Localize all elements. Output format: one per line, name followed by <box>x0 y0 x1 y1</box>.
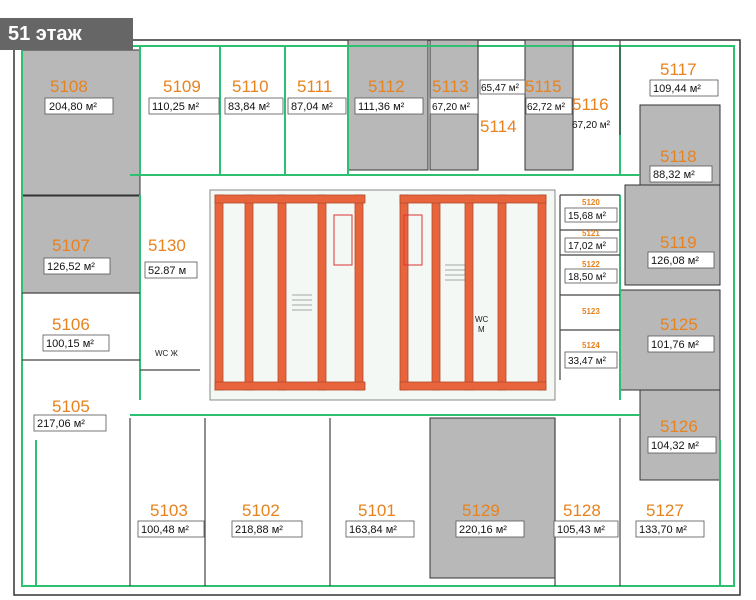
unit-5101-area: 163,84 м² <box>349 524 397 536</box>
building-core <box>209 189 556 401</box>
unit-5108-area[interactable] <box>21 49 141 196</box>
unit-5102-number: 5102 <box>242 501 280 520</box>
unit-5107-area[interactable] <box>21 195 141 294</box>
unit-5103-area: 100,48 м² <box>141 524 189 536</box>
unit-5117-area: 109,44 м² <box>653 83 701 95</box>
unit-5102-area: 218,88 м² <box>235 524 283 536</box>
unit-5112-number: 5112 <box>368 77 405 96</box>
wc-labels: WC Ж WC М <box>155 315 489 358</box>
unit-5114-number: 5114 <box>480 117 517 136</box>
unit-5124-area: 33,47 м² <box>568 356 607 367</box>
unit-5106-number: 5106 <box>52 315 90 334</box>
unit-5122-area: 18,50 м² <box>568 272 607 283</box>
unit-5101-number: 5101 <box>358 501 396 520</box>
unit-5124-number: 5124 <box>582 341 600 350</box>
unit-5113-area: 67,20 м² <box>432 102 471 113</box>
unit-5119-number: 5119 <box>660 233 697 252</box>
unit-5121-number: 5121 <box>582 229 600 238</box>
unit-5126-area[interactable] <box>639 389 721 481</box>
unit-5107-number: 5107 <box>52 236 90 255</box>
unit-5125-number: 5125 <box>660 315 698 334</box>
floor-label: 51 этаж <box>0 18 133 50</box>
unit-5128-area: 105,43 м² <box>557 524 605 536</box>
unit-5107-area: 126,52 м² <box>47 261 95 273</box>
unit-5105-number: 5105 <box>52 397 90 416</box>
unit-5129-area[interactable] <box>429 417 556 579</box>
unit-5109-area: 110,25 м² <box>152 101 199 113</box>
unit-5127-area: 133,70 м² <box>639 524 687 536</box>
wc-women-label: WC Ж <box>155 349 179 358</box>
unit-5115-number: 5115 <box>525 77 562 96</box>
unit-5128-number: 5128 <box>563 501 601 520</box>
green-walls <box>21 45 735 587</box>
unit-5120-area: 15,68 м² <box>568 211 607 222</box>
unit-5118-area: 88,32 м² <box>653 169 695 181</box>
unit-5114-area: 65,47 м² <box>481 83 520 94</box>
unit-5116-area: 67,20 м² <box>572 120 611 131</box>
unit-5130-area: 52.87 м <box>148 265 186 277</box>
unit-5126-area: 104,32 м² <box>651 440 699 452</box>
unit-5129-number: 5129 <box>462 501 500 520</box>
unit-walls <box>22 40 621 586</box>
unit-5122-number: 5122 <box>582 260 600 269</box>
unit-5120-number: 5120 <box>582 198 600 207</box>
unit-5119-area: 126,08 м² <box>651 255 699 267</box>
unit-5110-area: 83,84 м² <box>228 101 270 113</box>
wc-men-label-bottom: М <box>478 325 485 334</box>
unit-5103-number: 5103 <box>150 501 188 520</box>
unit-5127-number: 5127 <box>646 501 684 520</box>
wc-men-label-top: WC <box>475 315 489 324</box>
unit-5116-number: 5116 <box>572 95 609 114</box>
unit-5121-area: 17,02 м² <box>568 241 607 252</box>
unit-5117-number: 5117 <box>660 60 697 79</box>
unit-5106-area: 100,15 м² <box>46 338 94 350</box>
unit-5123-number: 5123 <box>582 307 600 316</box>
unit-5108-area: 204,80 м² <box>49 101 97 113</box>
unit-5111-number: 5111 <box>297 77 332 96</box>
unit-5109-number: 5109 <box>163 77 201 96</box>
unit-5112-area: 111,36 м² <box>358 101 405 113</box>
unit-5115-area: 62,72 м² <box>527 102 566 113</box>
unit-5113-number: 5113 <box>432 77 469 96</box>
unit-labels: 5108 204,80 м² 5109 110,25 м² 5110 83,84… <box>33 60 719 538</box>
unit-5110-number: 5110 <box>232 77 269 96</box>
unit-5126-number: 5126 <box>660 417 698 436</box>
unit-5105-area: 217,06 м² <box>37 418 85 430</box>
unit-5129-area: 220,16 м² <box>459 524 507 536</box>
unit-5111-area: 87,04 м² <box>291 101 333 113</box>
unit-5118-number: 5118 <box>660 147 697 166</box>
unit-5130-number: 5130 <box>148 236 186 255</box>
unit-5108-number: 5108 <box>50 77 88 96</box>
unit-5125-area: 101,76 м² <box>651 339 699 351</box>
